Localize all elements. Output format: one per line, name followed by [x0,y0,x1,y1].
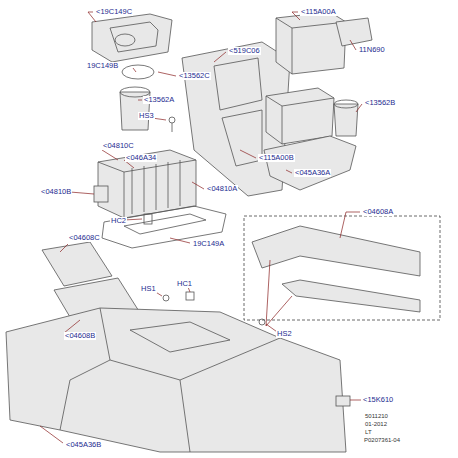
callout-number: <13562B [364,99,396,107]
callout-number: <15K610 [362,396,394,404]
box-part [276,12,346,74]
cup-holder-part [334,104,358,136]
bin-edge [98,160,196,218]
bracket-part [264,136,356,190]
callout-number: HS2 [276,330,293,338]
lid-cup-hole [115,34,135,46]
callout-number: <13562A [143,96,175,104]
box-edge [276,18,346,74]
callout-number: <04810A [206,185,238,193]
frame-part [102,206,226,248]
callout-number: HS3 [138,112,155,120]
box-part [266,88,334,144]
box-edge [266,96,334,144]
callout-number: <04608B [64,332,96,340]
cover-part [336,18,372,46]
drawing-reference: 5011210 [364,413,389,419]
callout-number: <04608A [362,208,394,216]
callout-number: <04810C [102,142,135,150]
callout-number: 19C149B [86,62,119,70]
drawing-reference: LT [364,429,373,435]
panel-openings [214,58,262,166]
callout-number: <045A36B [65,441,102,449]
screw-symbol [169,117,175,123]
ring-part [122,65,154,79]
drawing-reference: 01-2012 [364,421,388,427]
callout-number: HC2 [110,217,127,225]
grille-part [336,396,350,406]
lid-part [92,14,172,62]
callout-number: <19C149C [95,8,133,16]
cup-holder-rim [334,100,358,108]
trim-part [252,226,420,276]
lid-detail [110,22,158,52]
callout-number: <115A00B [258,154,295,162]
screw-symbol [259,319,265,325]
callout-number: <046A34 [125,154,157,162]
screw-shank [172,123,173,132]
callout-number: <519C06 [228,47,261,55]
frame-inner [124,214,206,234]
callout-number: <04608C [68,234,101,242]
drawing-reference: P0207361-04 [363,437,401,443]
bin-ribs [132,160,180,214]
callout-number: 19C149A [192,240,225,248]
console-part [6,308,346,452]
clip-part [186,292,194,300]
trim-part [282,280,420,312]
leader-line [266,260,292,326]
callout-number: <13562C [178,72,211,80]
clip-part [94,186,108,202]
screw-symbol [163,295,169,301]
bin-part [98,150,196,218]
callout-number: HC1 [176,280,193,288]
callout-number: <045A36A [294,169,331,177]
callout-number: 11N690 [358,46,386,54]
callout-number: <04810B [40,188,72,196]
leader-line [40,12,362,443]
callout-number: HS1 [140,285,157,293]
console-edge [60,308,280,452]
panel-part [42,242,112,286]
detail-box [244,216,440,320]
callout-number: <115A00A [300,8,337,16]
